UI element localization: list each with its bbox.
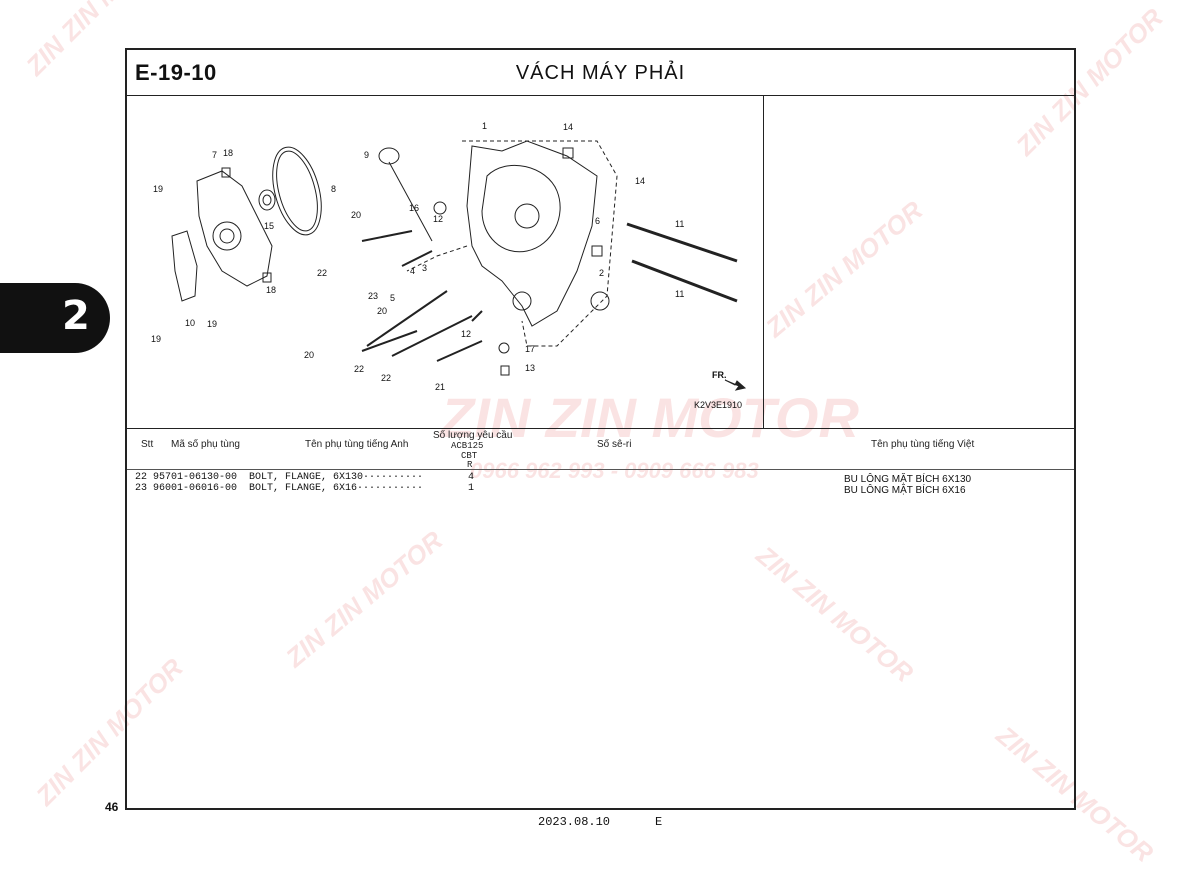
callout-label: 1 [482, 121, 487, 131]
section-tab: 2 [0, 283, 110, 353]
callout-label: 19 [151, 334, 161, 344]
parts-catalog-frame: E-19-10 VÁCH MÁY PHẢI [125, 48, 1076, 810]
callout-label: 14 [635, 176, 645, 186]
callout-label: 19 [153, 184, 163, 194]
callout-label: 3 [422, 263, 427, 273]
callout-label: 11 [675, 219, 684, 229]
callout-label: 21 [435, 382, 445, 392]
callout-label: 14 [563, 122, 573, 132]
callout-label: 6 [595, 216, 600, 226]
table-header-divider [127, 469, 1074, 470]
table-row-qty: 4 [468, 472, 475, 483]
callout-label: 17 [525, 344, 535, 354]
header-divider [127, 95, 1074, 96]
col-header-model: ACB125 [451, 441, 484, 451]
exploded-diagram: 1 2 3 4 5 6 7 8 9 10 11 11 12 12 13 14 1… [151, 121, 747, 410]
callout-label: 22 [381, 373, 391, 383]
footer-edition: E [655, 815, 663, 829]
callout-label: 12 [461, 329, 471, 339]
col-header-model-2: CBT [461, 451, 478, 461]
page-title: VÁCH MÁY PHẢI [515, 62, 686, 84]
callout-label: 20 [304, 350, 314, 360]
section-code: E-19-10 [135, 60, 217, 85]
callout-label: 10 [185, 318, 195, 328]
front-arrow-label: FR. [712, 370, 727, 380]
callout-label: 13 [525, 363, 535, 373]
callout-label: 5 [390, 293, 395, 303]
col-header-model-3: R [467, 460, 473, 470]
table-row: 22 95701-06130-00 BOLT, FLANGE, 6X130···… [135, 472, 424, 483]
callout-label: 8 [331, 184, 336, 194]
table-row-qty: 1 [468, 483, 475, 494]
col-header-part-no: Mã số phụ tùng [171, 439, 240, 450]
callout-label: 2 [599, 268, 604, 278]
table-top-border [127, 428, 1074, 429]
callout-label: 20 [351, 210, 361, 220]
section-tab-number: 2 [62, 293, 90, 339]
callout-label: 7 [212, 150, 217, 160]
callout-label: 22 [317, 268, 327, 278]
callout-label: 4 [410, 266, 415, 276]
callout-label: 9 [364, 150, 369, 160]
diagram-ref-code: K2V3E1910 [694, 400, 742, 410]
table-row-name-vn: BU LÔNG MẶT BÍCH 6X130 [844, 474, 972, 485]
callout-label: 22 [354, 364, 364, 374]
diagram-divider [763, 96, 764, 428]
col-header-name-vn: Tên phụ tùng tiếng Việt [871, 439, 975, 450]
page-number: 46 [105, 800, 119, 814]
callout-label: 23 [368, 291, 378, 301]
footer-date: 2023.08.10 [538, 815, 611, 829]
callout-label: 12 [433, 214, 443, 224]
col-header-stt: Stt [141, 439, 154, 450]
callout-label: 18 [266, 285, 276, 295]
callout-label: 19 [207, 319, 217, 329]
callout-label: 20 [377, 306, 387, 316]
callout-label: 18 [223, 148, 233, 158]
callout-label: 16 [409, 203, 419, 213]
callout-label: 11 [675, 289, 684, 299]
col-header-serial: Số sê-ri [597, 439, 632, 450]
col-header-qty: Số lượng yêu cầu [433, 430, 513, 441]
table-row-name-vn: BU LÔNG MẶT BÍCH 6X16 [844, 485, 966, 496]
callout-label: 15 [264, 221, 274, 231]
col-header-name-en: Tên phụ tùng tiếng Anh [305, 439, 409, 450]
table-row: 23 96001-06016-00 BOLT, FLANGE, 6X16····… [135, 483, 424, 494]
